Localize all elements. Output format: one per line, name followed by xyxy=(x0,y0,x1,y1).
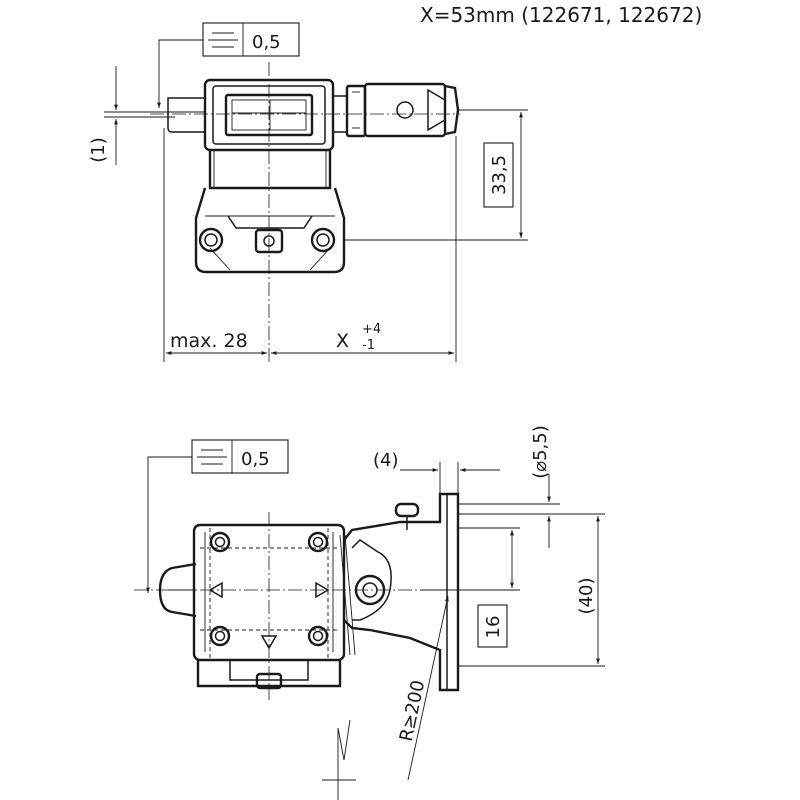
x-dim-label: X xyxy=(336,330,349,352)
switch-housing-side xyxy=(192,523,346,690)
plunger-shaft xyxy=(167,97,206,133)
offset-value: (1) xyxy=(88,137,109,163)
switch-housing-top xyxy=(194,78,346,274)
height-value-16: 16 xyxy=(483,616,504,639)
max-width-value: max. 28 xyxy=(170,330,248,352)
connector-top xyxy=(332,82,460,138)
radius-dimension: R≥200 xyxy=(322,595,449,800)
radius-value: R≥200 xyxy=(396,678,429,743)
height-dimension-40: (40) xyxy=(458,516,605,667)
top-view: 0,5 (1) xyxy=(88,22,528,362)
bracket-width-value: (4) xyxy=(373,450,399,471)
flatness-tolerance-frame-side: 0,5 xyxy=(146,439,289,593)
flatness-value-top: 0,5 xyxy=(252,32,281,53)
flatness-value-side: 0,5 xyxy=(241,449,270,470)
flatness-tolerance-frame-top: 0,5 xyxy=(157,22,300,108)
x-dim-lower-tolerance: -1 xyxy=(362,338,375,353)
mounting-bracket xyxy=(339,492,460,692)
height-value-33-5: 33,5 xyxy=(489,155,510,195)
hole-diameter-value: (⌀5,5) xyxy=(530,425,551,479)
hole-diameter-dimension: (⌀5,5) xyxy=(458,425,605,548)
bracket-width-dimension: (4) xyxy=(373,450,500,494)
x-dim-upper-tolerance: +4 xyxy=(362,322,381,337)
height-value-40: (40) xyxy=(576,578,597,615)
height-dimension-33-5: 33,5 xyxy=(344,109,528,241)
side-view: 0,5 xyxy=(134,425,605,800)
variant-note: X=53mm (122671, 122672) xyxy=(420,3,702,27)
width-dimensions-top: max. 28 X +4 -1 xyxy=(163,128,457,362)
offset-dimension: (1) xyxy=(88,66,205,165)
height-dimension-16: 16 xyxy=(420,527,520,648)
